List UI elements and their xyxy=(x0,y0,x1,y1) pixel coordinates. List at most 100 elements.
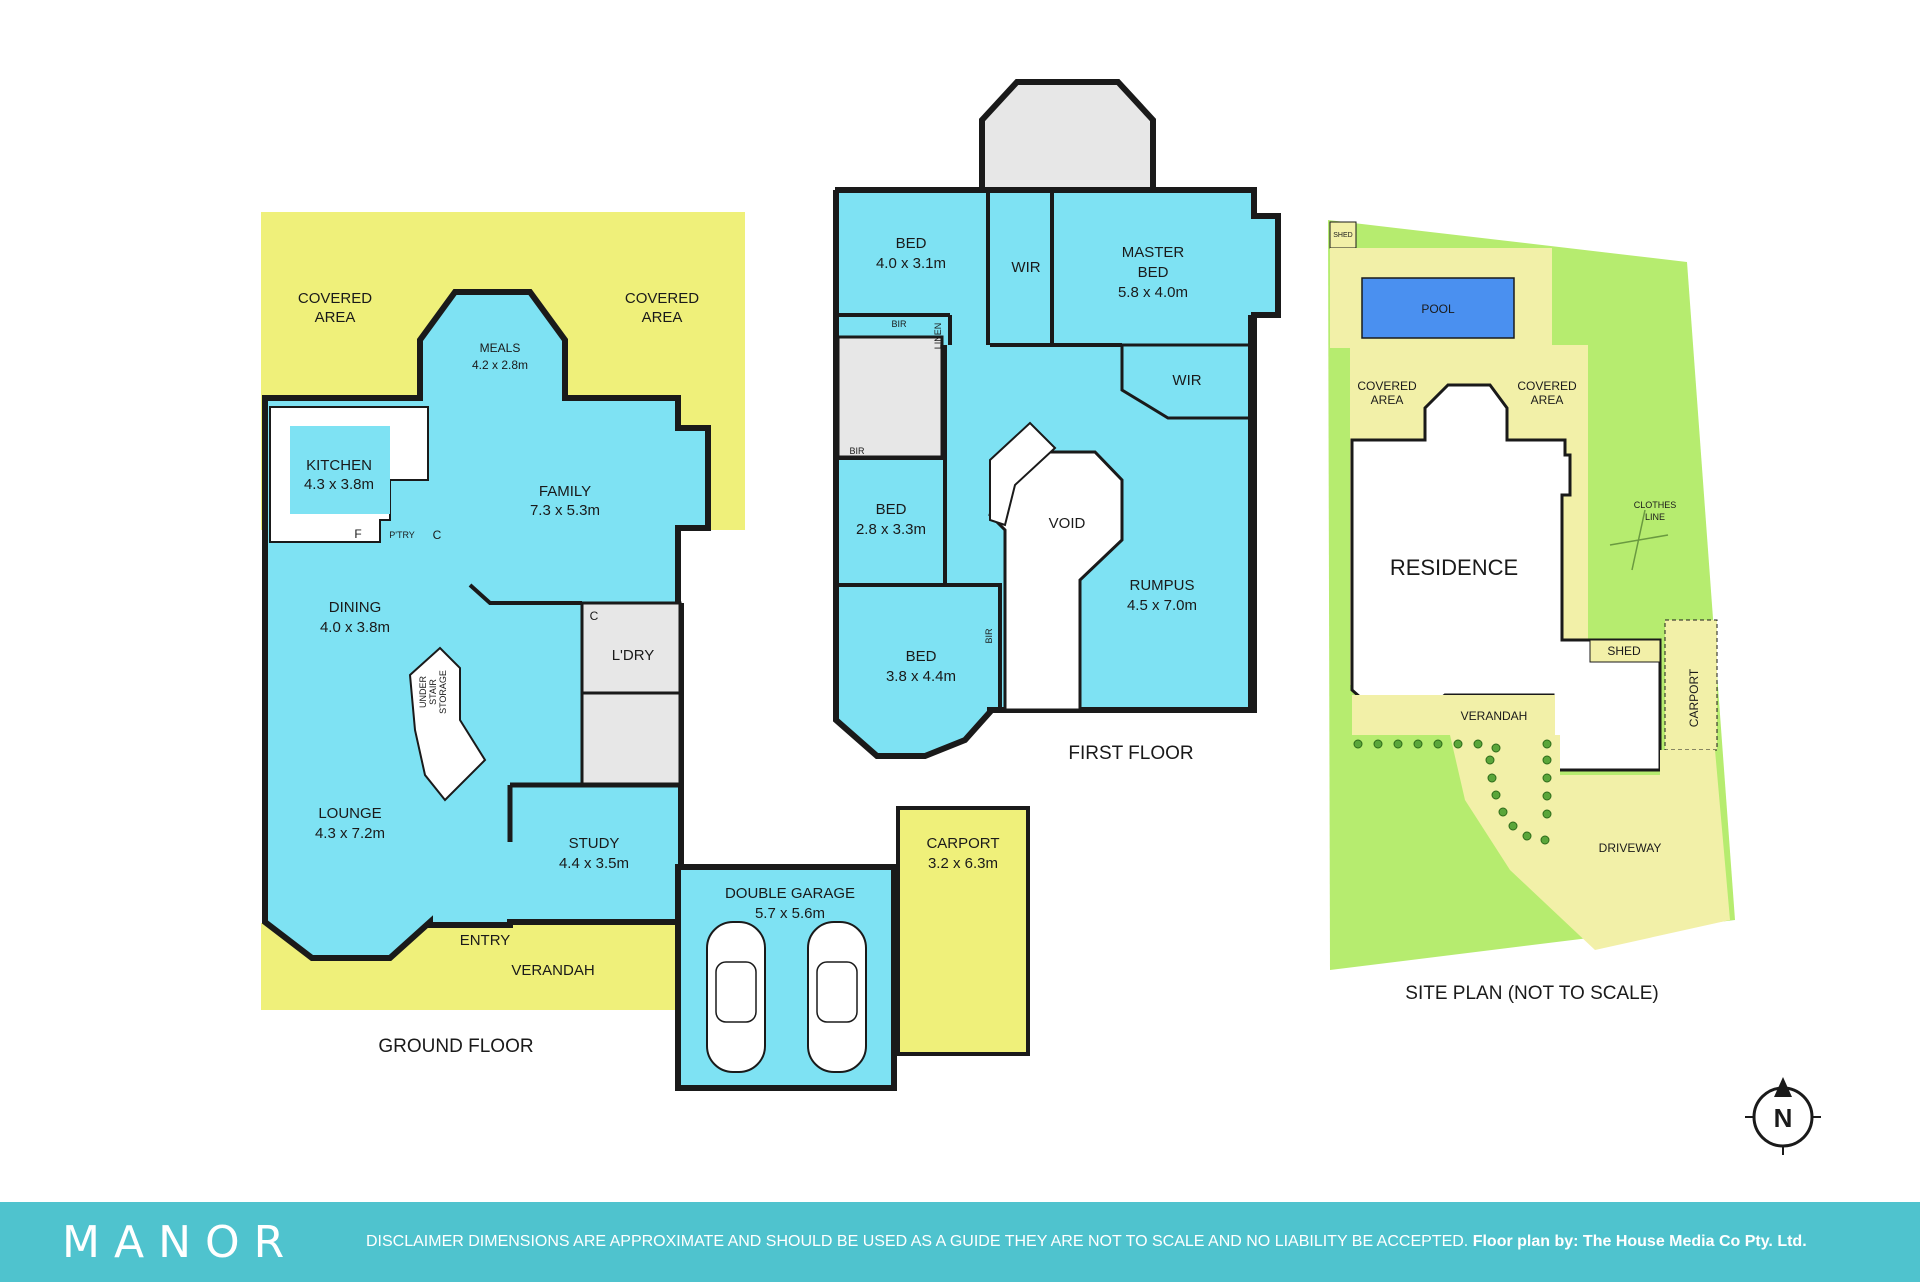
linen-label: LINEN xyxy=(933,323,943,350)
under-stair-line-1: UNDER xyxy=(418,676,428,709)
master-label-1: MASTER xyxy=(1122,244,1185,261)
fridge-label: F xyxy=(354,527,361,541)
entry-label: ENTRY xyxy=(460,932,511,949)
linen-label-group: LINEN xyxy=(933,323,943,350)
clothes-line-icon xyxy=(1609,509,1669,571)
driveway-shape xyxy=(1450,735,1730,950)
footer-bar: MANOR DISCLAIMER DIMENSIONS ARE APPROXIM… xyxy=(0,1202,1920,1282)
first-stair-shape xyxy=(989,421,1057,527)
pool-shape xyxy=(1361,277,1515,339)
bed-1-label: BED xyxy=(896,235,927,252)
first-floor-plan xyxy=(833,79,1281,759)
bed-3-label: BED xyxy=(906,648,937,665)
under-stair-line-3: STORAGE xyxy=(438,670,448,714)
ground-floor-title: GROUND FLOOR xyxy=(378,1036,533,1057)
site-plan xyxy=(1328,220,1735,970)
garage-label: DOUBLE GARAGE xyxy=(725,885,855,902)
rumpus-label: RUMPUS xyxy=(1129,577,1194,594)
floor-plan-drawing: COVERED AREA COVERED AREA MEALS 4.2 x 2.… xyxy=(261,79,1821,1155)
dining-size: 4.0 x 3.8m xyxy=(320,619,390,636)
kitchen-floor-shape xyxy=(290,426,390,514)
master-size: 5.8 x 4.0m xyxy=(1118,284,1188,301)
hedge-dots xyxy=(1353,739,1552,845)
compass-icon: N xyxy=(1745,1077,1821,1155)
kitchen-size: 4.3 x 3.8m xyxy=(304,476,374,493)
site-carport-shape xyxy=(1664,619,1718,751)
rumpus-size: 4.5 x 7.0m xyxy=(1127,597,1197,614)
site-covered-right-1: COVERED xyxy=(1517,379,1577,393)
manor-logo: MANOR xyxy=(62,1216,299,1268)
wir-2-label: WIR xyxy=(1172,372,1201,389)
car-icon xyxy=(807,921,867,1073)
laundry-label: L'DRY xyxy=(612,647,655,664)
cupboard-label: C xyxy=(590,609,599,623)
master-label-2: BED xyxy=(1138,264,1169,281)
ground-floor-plan xyxy=(261,212,1030,1091)
bir-3-label: BIR xyxy=(984,628,994,644)
clothes-line-label-1: CLOTHES xyxy=(1634,500,1677,510)
dining-divider xyxy=(468,583,582,605)
carport-label: CARPORT xyxy=(926,835,999,852)
bed-1-size: 4.0 x 3.1m xyxy=(876,255,946,272)
carport-size: 3.2 x 6.3m xyxy=(928,855,998,872)
first-floor-title: FIRST FLOOR xyxy=(1068,743,1193,764)
covered-area-label-right-2: AREA xyxy=(642,309,683,326)
disclaimer-text: DISCLAIMER DIMENSIONS ARE APPROXIMATE AN… xyxy=(366,1233,1807,1251)
void-label: VOID xyxy=(1049,515,1086,532)
covered-area-label-left-1: COVERED xyxy=(298,290,372,307)
compass-letter: N xyxy=(1774,1103,1793,1133)
verandah-label: VERANDAH xyxy=(511,962,594,979)
kitchen-label: KITCHEN xyxy=(306,457,372,474)
site-covered-left-2: AREA xyxy=(1371,393,1404,407)
site-shed-2-label: SHED xyxy=(1607,644,1641,658)
first-floor-internal-walls xyxy=(836,190,1252,710)
site-shed-shape xyxy=(1329,221,1357,249)
site-shed-label: SHED xyxy=(1333,232,1352,239)
dining-label: DINING xyxy=(329,599,382,616)
family-size: 7.3 x 5.3m xyxy=(530,502,600,519)
cupboard-label: C xyxy=(433,528,442,542)
car-icon xyxy=(706,921,766,1073)
site-carport-label: CARPORT xyxy=(1687,668,1701,727)
meals-size: 4.2 x 2.8m xyxy=(472,358,528,372)
bed-2-label: BED xyxy=(876,501,907,518)
bir-1-label: BIR xyxy=(891,319,907,329)
residence-label: RESIDENCE xyxy=(1390,555,1518,580)
garage-size: 5.7 x 5.6m xyxy=(755,905,825,922)
site-covered-right-2: AREA xyxy=(1531,393,1564,407)
site-shed-2-shape xyxy=(1589,639,1661,663)
floor-plan-credit: Floor plan by: The House Media Co Pty. L… xyxy=(1472,1233,1807,1250)
driveway-label: DRIVEWAY xyxy=(1599,841,1662,855)
bir-2-label: BIR xyxy=(849,446,865,456)
disclaimer-statement: DISCLAIMER DIMENSIONS ARE APPROXIMATE AN… xyxy=(366,1233,1469,1250)
ground-bath-shape xyxy=(580,691,682,787)
laundry-shape xyxy=(580,601,682,695)
site-carport-label-group: CARPORT xyxy=(1687,668,1701,727)
void-shape xyxy=(988,450,1124,712)
ground-stair-shape xyxy=(408,646,487,802)
site-verandah-label: VERANDAH xyxy=(1461,709,1528,723)
meals-label: MEALS xyxy=(480,341,521,355)
family-label: FAMILY xyxy=(539,483,591,500)
bed-3-size: 3.8 x 4.4m xyxy=(886,668,956,685)
site-verandah-shape xyxy=(1352,695,1555,735)
ground-carport-shape xyxy=(896,806,1030,1056)
study-walls xyxy=(507,782,681,842)
covered-area-label-right-1: COVERED xyxy=(625,290,699,307)
ensuite-shape xyxy=(979,79,1156,193)
lounge-size: 4.3 x 7.2m xyxy=(315,825,385,842)
covered-area-label-left-2: AREA xyxy=(315,309,356,326)
study-size: 4.4 x 3.5m xyxy=(559,855,629,872)
site-covered-left-1: COVERED xyxy=(1357,379,1417,393)
lounge-label: LOUNGE xyxy=(318,805,381,822)
bir-3-label-group: BIR xyxy=(984,628,994,644)
study-label: STUDY xyxy=(569,835,620,852)
pool-label: POOL xyxy=(1421,302,1455,316)
wir-1-label: WIR xyxy=(1011,259,1040,276)
first-bath-shape xyxy=(836,335,944,459)
bed-2-size: 2.8 x 3.3m xyxy=(856,521,926,538)
clothes-line-label-2: LINE xyxy=(1645,512,1665,522)
master-wir-shape xyxy=(1120,343,1252,420)
under-stair-storage-label: UNDER STAIR STORAGE xyxy=(418,670,448,714)
pantry-label: P'TRY xyxy=(389,530,415,540)
